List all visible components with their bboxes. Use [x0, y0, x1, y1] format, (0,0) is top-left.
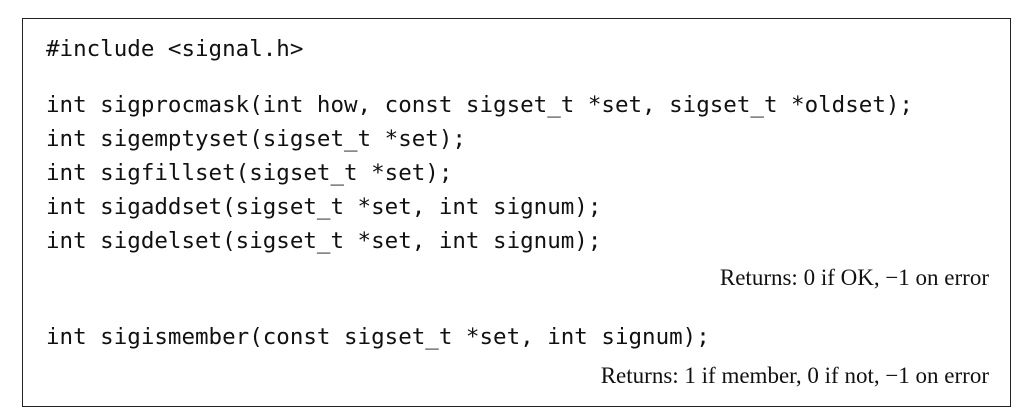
returns-note-group2: Returns: 1 if member, 0 if not, −1 on er…: [600, 363, 989, 388]
code-box: [22, 18, 1011, 407]
prototype-sigfillset: int sigfillset(sigset_t *set);: [46, 160, 453, 186]
prototype-sigdelset: int sigdelset(sigset_t *set, int signum)…: [46, 228, 602, 254]
prototype-sigemptyset: int sigemptyset(sigset_t *set);: [46, 126, 466, 152]
prototype-sigismember: int sigismember(const sigset_t *set, int…: [46, 324, 710, 350]
include-line: #include <signal.h>: [46, 36, 304, 62]
prototype-sigaddset: int sigaddset(sigset_t *set, int signum)…: [46, 194, 602, 220]
prototype-sigprocmask: int sigprocmask(int how, const sigset_t …: [46, 92, 913, 118]
returns-note-group1: Returns: 0 if OK, −1 on error: [719, 265, 989, 290]
